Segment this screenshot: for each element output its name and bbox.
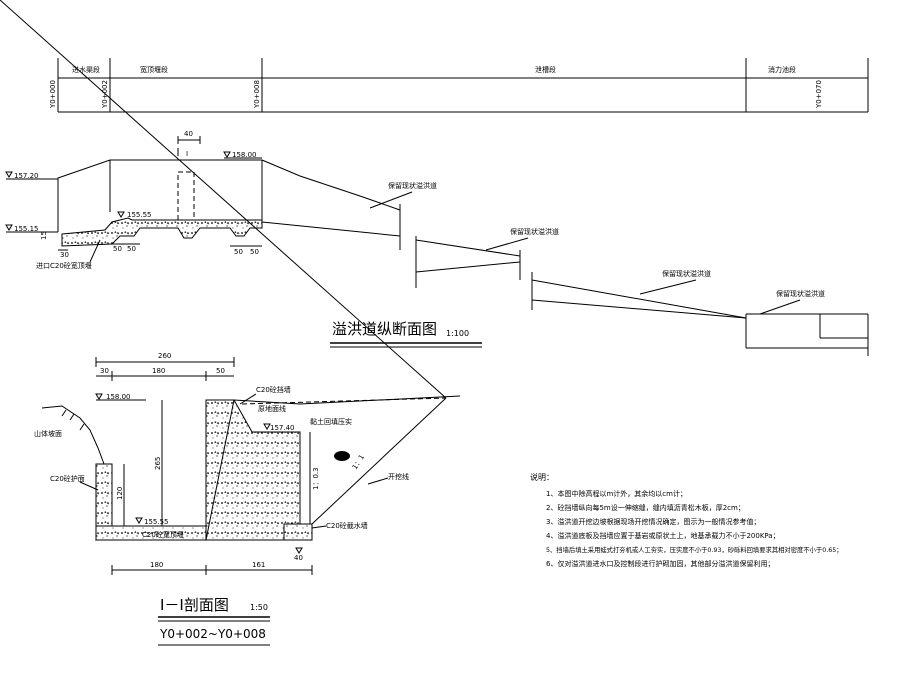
section-slope-1: 1：1 <box>351 453 366 471</box>
profile-dim-30: 30 <box>60 251 69 259</box>
profile-keep-label-2: 保留现状溢洪道 <box>510 227 559 236</box>
note-item: 5、挡墙后填土采用蛙式打夯机或人工夯实，压实度不小于0.93，砂砾料回填要求其相… <box>546 545 843 554</box>
section-dim-40: 40 <box>294 554 303 562</box>
profile-dim-50d: 50 <box>250 248 259 256</box>
profile-elev-155-55: 155.55 <box>127 211 152 219</box>
section-dim-180: 180 <box>152 367 165 375</box>
segment-chute: 泄槽段 <box>535 65 556 74</box>
section-dim-50: 50 <box>216 367 225 375</box>
station-s2: Y0+008 <box>253 80 261 109</box>
profile-elev-155-15: 155.15 <box>14 225 39 233</box>
profile-scale: 1:100 <box>446 329 469 338</box>
profile-keep-label-3: 保留现状溢洪道 <box>662 269 711 278</box>
segment-dissipate: 消力池段 <box>768 65 796 74</box>
profile-elev-157-20: 157.20 <box>14 172 39 180</box>
section-dim-161: 161 <box>252 561 265 569</box>
section-label-ground: 原地面线 <box>258 404 286 413</box>
section-label-slope: 山体坡面 <box>34 429 62 438</box>
section-label-retaining: C20砼挡墙 <box>256 385 291 394</box>
note-item: 2、砼挡墙纵向每5m设一伸缩缝，缝内填沥青松木板，厚2cm； <box>546 503 745 512</box>
section-title: I－I剖面图 <box>160 596 229 614</box>
station-s0: Y0+000 <box>49 80 57 109</box>
longitudinal-profile: 40 I 158.00 157.20 155.55 155.15 15 30 5… <box>5 130 869 356</box>
profile-dim-50c: 50 <box>234 248 243 256</box>
segment-inlet: 进水渠段 <box>72 65 100 74</box>
station-band: 进水渠段 宽顶堰段 泄槽段 消力池段 Y0+000 Y0+002 Y0+008 … <box>49 58 869 113</box>
section-elev-157-40: 157.40 <box>270 424 295 432</box>
section-range: Y0+002~Y0+008 <box>159 627 266 641</box>
note-item: 4、溢洪道底板及挡墙应置于基岩或原状土上，地基承载力不小于200KPa； <box>546 531 780 540</box>
section-label-protect: C20砼护面 <box>50 474 85 483</box>
note-item: 3、溢洪道开挖边坡根据现场开挖情况确定，图示为一般情况参考值； <box>546 517 760 526</box>
segment-wide: 宽顶堰段 <box>140 65 168 74</box>
profile-dim-40: 40 <box>184 130 193 138</box>
profile-dim-50b: 50 <box>127 245 136 253</box>
section-dim-30: 30 <box>100 367 109 375</box>
stone-mark <box>334 451 350 461</box>
notes-title: 说明： <box>530 472 554 482</box>
section-elev-158: 158.00 <box>106 393 131 401</box>
note-item: 1、本图中除高程以m计外，其余均以cm计； <box>546 489 687 498</box>
profile-dim-15: 15 <box>40 231 48 240</box>
cross-section: 260 30 180 50 158.00 265 120 155.55 157.… <box>0 0 461 646</box>
profile-inlet-label: 进口C20砼宽顶堰 <box>36 261 92 270</box>
section-dim-120: 120 <box>116 487 124 500</box>
notes-block: 说明： 1、本图中除高程以m计外，其余均以cm计； 2、砼挡墙纵向每5m设一伸缩… <box>530 472 843 568</box>
profile-dim-50a: 50 <box>113 245 122 253</box>
section-label-cutoff: C20砼截水墙 <box>326 521 368 530</box>
profile-section-mark: I <box>186 150 188 158</box>
station-s1: Y0+002 <box>101 80 109 109</box>
profile-keep-label-1: 保留现状溢洪道 <box>388 181 437 190</box>
section-label-excavation: 开挖线 <box>388 472 409 481</box>
section-label-weir: C20砼宽顶堰 <box>142 530 184 539</box>
station-s3: Y0+070 <box>815 80 823 109</box>
note-item: 6、仅对溢洪道进水口及控制段进行护砌加固，其他部分溢洪道保留利用； <box>546 559 774 568</box>
section-slope-0-3: 1：0.3 <box>312 467 320 490</box>
section-elev-155-55: 155.55 <box>144 518 169 526</box>
section-dim-265: 265 <box>154 457 162 470</box>
profile-title: 溢洪道纵断面图 <box>332 320 437 338</box>
section-label-backfill: 黏土回填压实 <box>310 417 352 426</box>
profile-elev-158: 158.00 <box>232 151 257 159</box>
section-dim-260: 260 <box>158 352 171 360</box>
section-scale: 1:50 <box>250 603 268 612</box>
section-dim-180b: 180 <box>150 561 163 569</box>
profile-keep-label-4: 保留现状溢洪道 <box>776 289 825 298</box>
